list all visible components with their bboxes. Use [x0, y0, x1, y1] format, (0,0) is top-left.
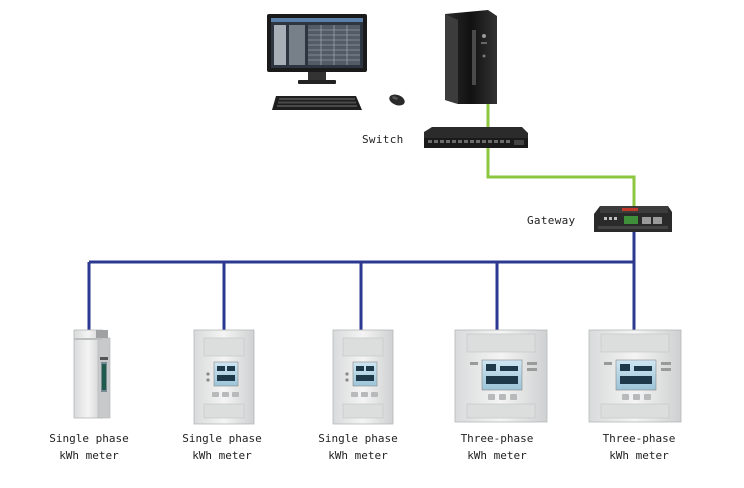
meter-4-caption-line1: Three-phase — [460, 432, 534, 445]
meter-1-icon — [73, 329, 111, 419]
ethernet-links — [486, 101, 636, 206]
meter-1-caption-line1: Single phase — [49, 432, 129, 445]
meter-1-caption: Single phase kWh meter — [34, 430, 144, 464]
switch-label: Switch — [362, 133, 404, 146]
meter-5-caption-line1: Three-phase — [602, 432, 676, 445]
meter-2-caption-line1: Single phase — [182, 432, 262, 445]
meter-3-caption-line1: Single phase — [318, 432, 398, 445]
mouse-icon — [389, 94, 405, 106]
server-tower-icon — [445, 10, 497, 104]
monitor-icon — [267, 14, 367, 84]
meter-5-caption: Three-phase kWh meter — [584, 430, 694, 464]
meter-4-icon — [454, 329, 548, 423]
meter-3-caption: Single phase kWh meter — [303, 430, 413, 464]
gateway-label: Gateway — [527, 214, 576, 227]
meter-4-caption-line2: kWh meter — [467, 449, 527, 462]
meter-5-icon — [588, 329, 682, 423]
meter-2-icon — [193, 329, 255, 425]
meter-3-icon — [332, 329, 394, 425]
meter-2-caption-line2: kWh meter — [192, 449, 252, 462]
meter-2-caption: Single phase kWh meter — [167, 430, 277, 464]
keyboard-icon — [272, 96, 362, 110]
meter-5-caption-line2: kWh meter — [609, 449, 669, 462]
rs485-bus — [87, 232, 636, 330]
gateway-device-icon — [594, 206, 672, 232]
meter-1-caption-line2: kWh meter — [59, 449, 119, 462]
meter-4-caption: Three-phase kWh meter — [442, 430, 552, 464]
ethernet-cable-switch-gateway — [486, 144, 636, 206]
meter-3-caption-line2: kWh meter — [328, 449, 388, 462]
network-switch-icon — [424, 127, 528, 148]
